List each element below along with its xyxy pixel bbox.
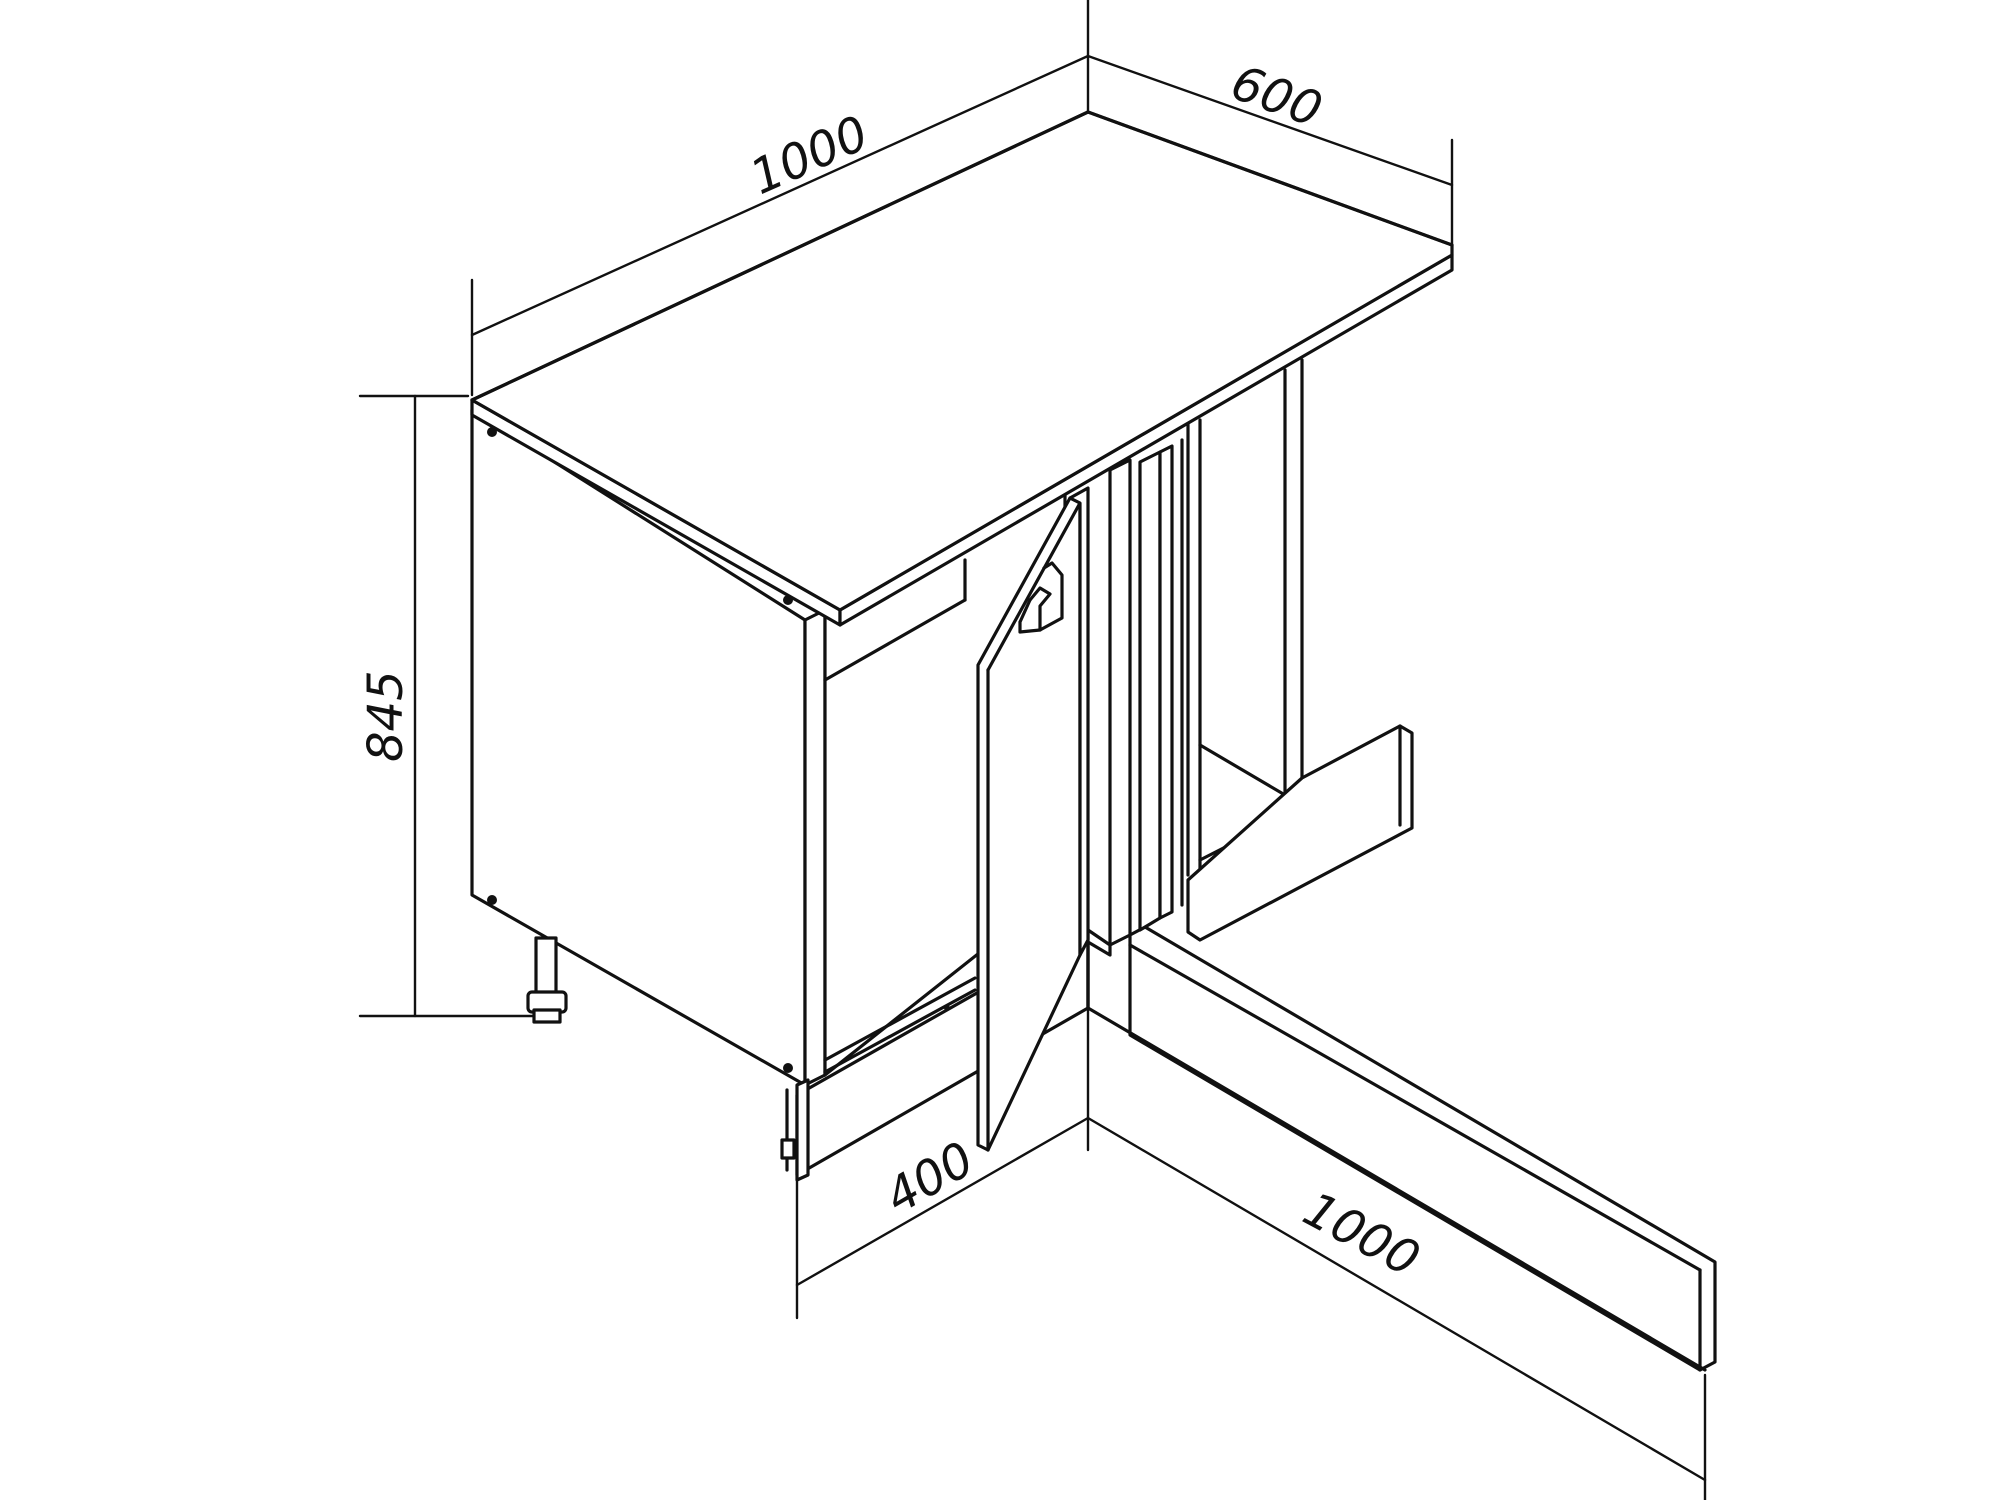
dimension-top-left: 1000: [742, 105, 876, 206]
dimension-bottom-left: 400: [876, 1131, 983, 1225]
worktop: [470, 110, 1454, 627]
dimension-height: 845: [358, 670, 414, 762]
open-door: [976, 486, 1090, 1152]
right-plinth: [1128, 724, 1717, 1372]
dimension-top-right: 600: [1224, 55, 1329, 139]
dimension-lines: [358, 0, 1707, 1500]
corner-frame: [1108, 438, 1184, 947]
